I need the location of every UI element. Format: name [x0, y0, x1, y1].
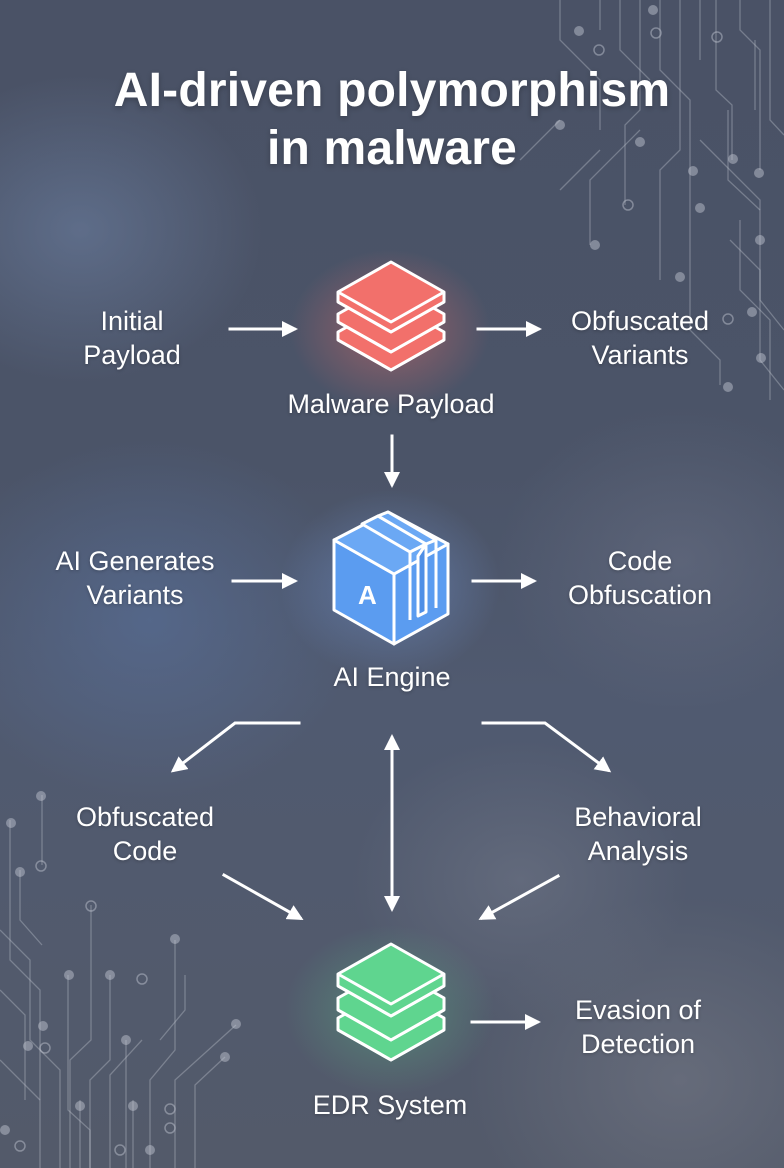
label-line: Obfuscated [570, 306, 710, 336]
title-line-2: in malware [266, 122, 518, 175]
edr-system-label: EDR System [312, 1090, 468, 1120]
page-title: AI-driven polymorphism in malware [0, 62, 784, 178]
label-line: Obfuscated [75, 802, 215, 832]
label-line: Behavioral [574, 802, 702, 832]
label-line: Initial [100, 306, 164, 336]
arrow-behavioral-to-edr [478, 873, 561, 921]
label-line: Payload [83, 340, 181, 370]
label-line: Code [112, 836, 178, 866]
arrow-obfuscated-code-to-edr [221, 872, 304, 921]
label-line: Evasion of [574, 995, 702, 1025]
label-line: Analysis [587, 836, 689, 866]
label-line: AI Generates [55, 546, 215, 576]
stacked-layers-icon [336, 260, 446, 372]
label-line: Detection [580, 1029, 696, 1059]
evasion-of-detection-label: Evasion of Detection [548, 993, 728, 1061]
initial-payload-label: Initial Payload [62, 304, 202, 372]
arrow-engine-to-obfuscated-code [170, 721, 301, 773]
malware-payload-label: Malware Payload [287, 389, 495, 419]
stacked-layers-icon [336, 942, 446, 1062]
label-line: Variants [591, 340, 689, 370]
obfuscated-code-label: Obfuscated Code [55, 800, 235, 868]
obfuscated-variants-label: Obfuscated Variants [550, 304, 730, 372]
label-line: Code [607, 546, 673, 576]
label-line: Variants [86, 580, 184, 610]
ai-box-icon: A [332, 510, 450, 646]
arrow-engine-to-behavioral [481, 721, 612, 773]
behavioral-analysis-label: Behavioral Analysis [548, 800, 728, 868]
code-obfuscation-label: Code Obfuscation [545, 544, 735, 612]
ai-engine-label: AI Engine [333, 662, 451, 692]
ai-generates-variants-label: AI Generates Variants [30, 544, 240, 612]
ai-glyph: A [358, 580, 377, 610]
title-line-1: AI-driven polymorphism [113, 64, 671, 117]
label-line: Obfuscation [567, 580, 713, 610]
